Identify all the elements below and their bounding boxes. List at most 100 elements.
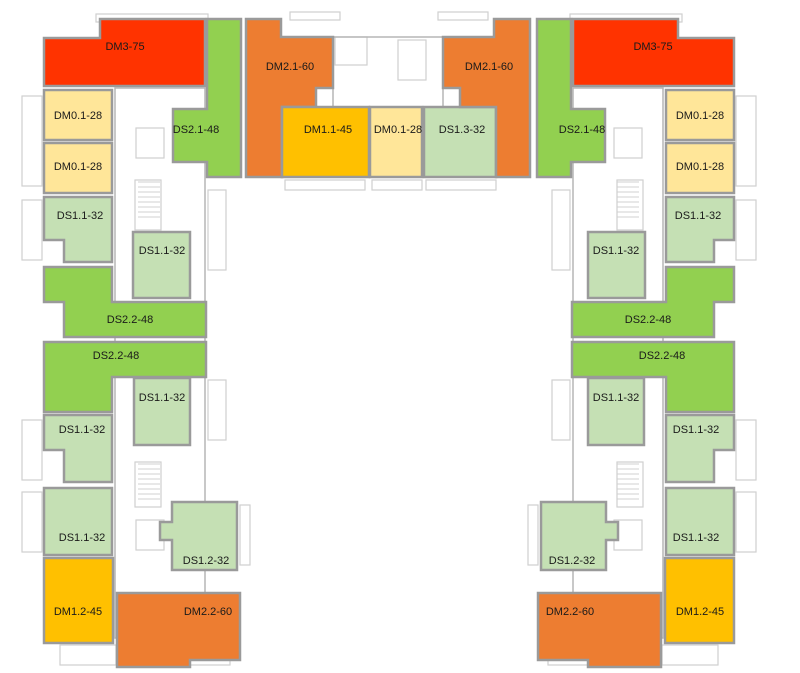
unit-ds1-1-32[interactable]: DS1.1-32 [132,376,192,447]
unit-area[interactable] [441,17,532,179]
unit-area[interactable] [570,340,736,414]
balcony [207,379,227,441]
unit-label: DM2.1-60 [465,61,513,73]
unit-area[interactable] [132,376,192,447]
balcony [207,189,227,271]
unit-dm0-1-28[interactable]: DM0.1-28 [664,88,736,142]
unit-dm3-75[interactable]: DM3-75 [42,17,207,88]
unit-dm0-1-28[interactable]: DM0.1-28 [42,141,114,195]
unit-area[interactable] [539,500,620,572]
unit-ds1-1-32[interactable]: DS1.1-32 [664,486,736,557]
balcony [735,95,757,187]
unit-dm0-1-28[interactable]: DM0.1-28 [368,105,424,179]
stair [397,39,427,81]
unit-dm1-1-45[interactable]: DM1.1-45 [280,105,371,179]
unit-area[interactable] [571,17,736,88]
unit-label: DS2.2-48 [625,314,671,326]
balcony [437,11,489,21]
unit-area[interactable] [158,500,239,572]
unit-label: DS2.2-48 [107,314,153,326]
unit-dm0-1-28[interactable]: DM0.1-28 [664,141,736,195]
unit-ds1-1-32[interactable]: DS1.1-32 [131,230,192,300]
unit-area[interactable] [664,486,736,557]
unit-area[interactable] [586,376,646,447]
unit-area[interactable] [244,17,335,179]
unit-area[interactable] [664,413,736,484]
unit-label: DS2.2-48 [639,350,685,362]
unit-label: DM0.1-28 [374,124,422,136]
unit-area[interactable] [663,556,736,645]
unit-area[interactable] [131,230,192,300]
unit-area[interactable] [42,195,114,264]
balcony [284,179,366,191]
unit-ds1-1-32[interactable]: DS1.1-32 [664,195,736,264]
unit-dm2-1-60[interactable]: DM2.1-60 [441,17,532,179]
unit-dm3-75[interactable]: DM3-75 [571,17,736,88]
balcony [371,179,423,191]
unit-dm2-2-60[interactable]: DM2.2-60 [536,591,663,669]
unit-label: DS1.2-32 [183,555,229,567]
stair [134,461,162,508]
unit-ds1-3-32[interactable]: DS1.3-32 [422,105,498,179]
unit-ds1-1-32[interactable]: DS1.1-32 [42,486,114,557]
unit-label: DM2.2-60 [184,606,232,618]
balcony [21,491,43,553]
unit-area[interactable] [42,556,115,645]
unit-area[interactable] [42,88,114,142]
unit-label: DS2.1-48 [559,124,605,136]
unit-area[interactable] [42,413,114,484]
elevator [613,127,643,159]
unit-label: DS1.1-32 [139,245,185,257]
unit-area[interactable] [664,141,736,195]
unit-ds1-1-32[interactable]: DS1.1-32 [586,376,646,447]
unit-ds1-1-32[interactable]: DS1.1-32 [42,195,114,264]
balcony [425,179,497,191]
unit-area[interactable] [664,195,736,264]
unit-label: DM1.2-45 [54,606,102,618]
unit-area[interactable] [42,340,208,414]
elevator [135,127,165,159]
unit-area[interactable] [586,230,647,300]
unit-area[interactable] [42,265,208,339]
unit-ds2-2-48[interactable]: DS2.2-48 [570,340,736,414]
unit-ds2-2-48[interactable]: DS2.2-48 [570,265,736,339]
unit-ds1-2-32[interactable]: DS1.2-32 [539,500,620,572]
unit-area[interactable] [570,265,736,339]
unit-label: DS1.1-32 [59,532,105,544]
unit-label: DM0.1-28 [676,110,724,122]
unit-ds1-2-32[interactable]: DS1.2-32 [158,500,239,572]
balcony [551,379,571,441]
unit-ds2-2-48[interactable]: DS2.2-48 [42,265,208,339]
unit-area[interactable] [368,105,424,179]
unit-area[interactable] [664,88,736,142]
unit-area[interactable] [171,17,243,179]
unit-dm0-1-28[interactable]: DM0.1-28 [42,88,114,142]
balcony [735,419,757,481]
unit-label: DM0.1-28 [54,161,102,173]
unit-dm1-2-45[interactable]: DM1.2-45 [663,556,736,645]
unit-label: DM2.1-60 [266,61,314,73]
unit-area[interactable] [280,105,371,179]
unit-area[interactable] [42,486,114,557]
unit-ds1-1-32[interactable]: DS1.1-32 [586,230,647,300]
unit-label: DM1.1-45 [304,124,352,136]
unit-ds2-2-48[interactable]: DS2.2-48 [42,340,208,414]
unit-area[interactable] [535,17,607,179]
unit-ds1-1-32[interactable]: DS1.1-32 [42,413,114,484]
unit-dm1-2-45[interactable]: DM1.2-45 [42,556,115,645]
balcony [21,199,43,261]
unit-area[interactable] [42,141,114,195]
unit-ds2-1-48[interactable]: DS2.1-48 [171,17,243,179]
unit-ds2-1-48[interactable]: DS2.1-48 [535,17,607,179]
unit-area[interactable] [115,591,242,669]
unit-area[interactable] [422,105,498,179]
unit-area[interactable] [42,17,207,88]
unit-area[interactable] [536,591,663,669]
unit-dm2-1-60[interactable]: DM2.1-60 [244,17,335,179]
unit-label: DS1.3-32 [439,124,485,136]
unit-label: DS1.1-32 [675,210,721,222]
unit-dm2-2-60[interactable]: DM2.2-60 [115,591,242,669]
unit-label: DM1.2-45 [676,606,724,618]
unit-label: DS1.1-32 [593,392,639,404]
unit-ds1-1-32[interactable]: DS1.1-32 [664,413,736,484]
